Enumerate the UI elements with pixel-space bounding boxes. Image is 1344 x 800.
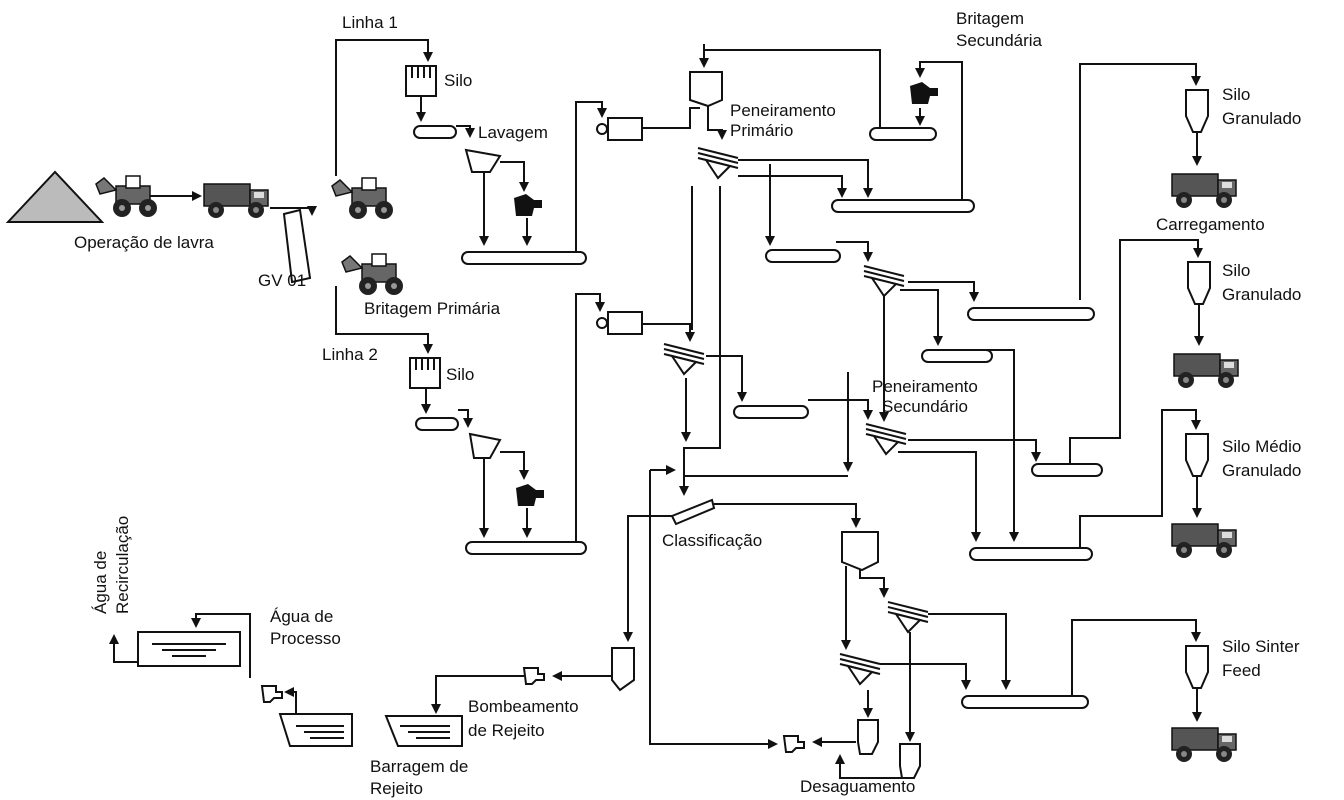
conveyor-medio-granulado [1031, 463, 1103, 477]
conveyor-granulado-2 [967, 307, 1095, 321]
silo-medio-granulado [1185, 433, 1209, 477]
feeder-linha2 [596, 311, 643, 335]
label-silo-medio-a: Silo Médio [1222, 437, 1301, 456]
tailings-pump [523, 667, 545, 685]
gv01-hopper [282, 208, 312, 284]
label-britagem-secundaria-1: Britagem [956, 9, 1024, 28]
primary-screen-2 [663, 343, 705, 375]
label-britagem-secundaria-2: Secundária [956, 31, 1043, 50]
feeder-linha1 [596, 117, 643, 141]
dewatering-pump [783, 735, 805, 753]
label-desaguamento: Desaguamento [800, 777, 915, 796]
primary-screen-1 [697, 147, 739, 179]
dewatering-screen-2 [839, 653, 881, 685]
silo-granulado-2 [1187, 261, 1211, 305]
conveyor-linha1-b [461, 251, 587, 265]
label-bombeamento-1: Bombeamento [468, 697, 579, 716]
conveyor-secondary-mid [921, 349, 993, 363]
label-silo-medio-b: Granulado [1222, 461, 1301, 480]
truck-medio-granulado [1171, 523, 1237, 559]
crusher-linha2 [516, 484, 544, 506]
conveyor-fines-2 [733, 405, 809, 419]
label-gv01: GV 01 [258, 271, 306, 290]
label-silo-sinter-b: Feed [1222, 661, 1261, 680]
water-reservoir [278, 713, 353, 747]
truck-granulado-2 [1173, 353, 1239, 389]
loader-2 [341, 253, 404, 296]
conveyor-secondary-crusher [869, 127, 937, 141]
label-silo-linha2: Silo [446, 365, 474, 384]
label-lavagem: Lavagem [478, 123, 548, 142]
crusher-linha1 [514, 194, 542, 216]
label-silo-granulado-1b: Granulado [1222, 109, 1301, 128]
label-carregamento: Carregamento [1156, 215, 1265, 234]
conveyor-linha2-b [465, 541, 587, 555]
washer-linha1 [464, 148, 502, 173]
loader-1 [331, 177, 394, 220]
conveyor-primary-oversize [831, 199, 975, 213]
label-classificacao: Classificação [662, 531, 762, 550]
label-operacao-lavra: Operação de lavra [74, 233, 214, 252]
label-linha1: Linha 1 [342, 13, 398, 32]
silo-sinter-feed [1185, 645, 1209, 689]
label-agua-recirc-1: Água de [91, 551, 110, 614]
truck-sinter-feed [1171, 727, 1237, 763]
loader-mining [95, 175, 158, 218]
label-silo-sinter-a: Silo Sinter [1222, 637, 1300, 656]
secondary-crusher [910, 82, 938, 104]
silo-linha1 [405, 65, 437, 97]
label-peneiramento-primario-1: Peneiramento [730, 101, 836, 120]
label-silo-granulado-2a: Silo [1222, 261, 1250, 280]
conveyor-sinter-feed [961, 695, 1089, 709]
secondary-screen-2 [865, 423, 907, 455]
conveyor-fines-1 [765, 249, 841, 263]
dewatering-bin [841, 531, 879, 572]
dewatering-cyclone-1 [857, 719, 879, 755]
stockpile [5, 170, 105, 223]
label-britagem-primaria: Britagem Primária [364, 299, 501, 318]
truck-granulado-1 [1171, 173, 1237, 209]
label-agua-recirc-2: Recirculação [113, 516, 132, 614]
dewatering-screen-1 [887, 601, 929, 633]
label-linha2: Linha 2 [322, 345, 378, 364]
label-silo-granulado-1a: Silo [1222, 85, 1250, 104]
label-peneiramento-secundario-2: Secundário [882, 397, 968, 416]
silo-granulado-1 [1185, 89, 1209, 133]
label-agua-processo-1: Água de [270, 607, 333, 626]
washer-linha2 [468, 432, 502, 459]
conveyor-linha1-a [413, 125, 457, 139]
silo-linha2 [409, 357, 441, 389]
conveyor-sinter-classification [969, 547, 1093, 561]
label-peneiramento-secundario-1: Peneiramento [872, 377, 978, 396]
label-bombeamento-2: de Rejeito [468, 721, 545, 740]
tailings-cyclone [611, 647, 635, 692]
truck-mining [203, 183, 269, 219]
classifier [670, 498, 716, 526]
primary-screen-feed-bin [689, 71, 723, 108]
label-silo-linha1: Silo [444, 71, 472, 90]
label-silo-granulado-2b: Granulado [1222, 285, 1301, 304]
dewatering-cyclone-2 [899, 743, 921, 779]
label-peneiramento-primario-2: Primário [730, 121, 793, 140]
label-barragem-1: Barragem de [370, 757, 468, 776]
conveyor-linha2-a [415, 417, 459, 431]
secondary-screen-1 [863, 265, 905, 297]
process-water-pump [261, 685, 283, 703]
label-barragem-2: Rejeito [370, 779, 423, 798]
label-agua-processo-2: Processo [270, 629, 341, 648]
